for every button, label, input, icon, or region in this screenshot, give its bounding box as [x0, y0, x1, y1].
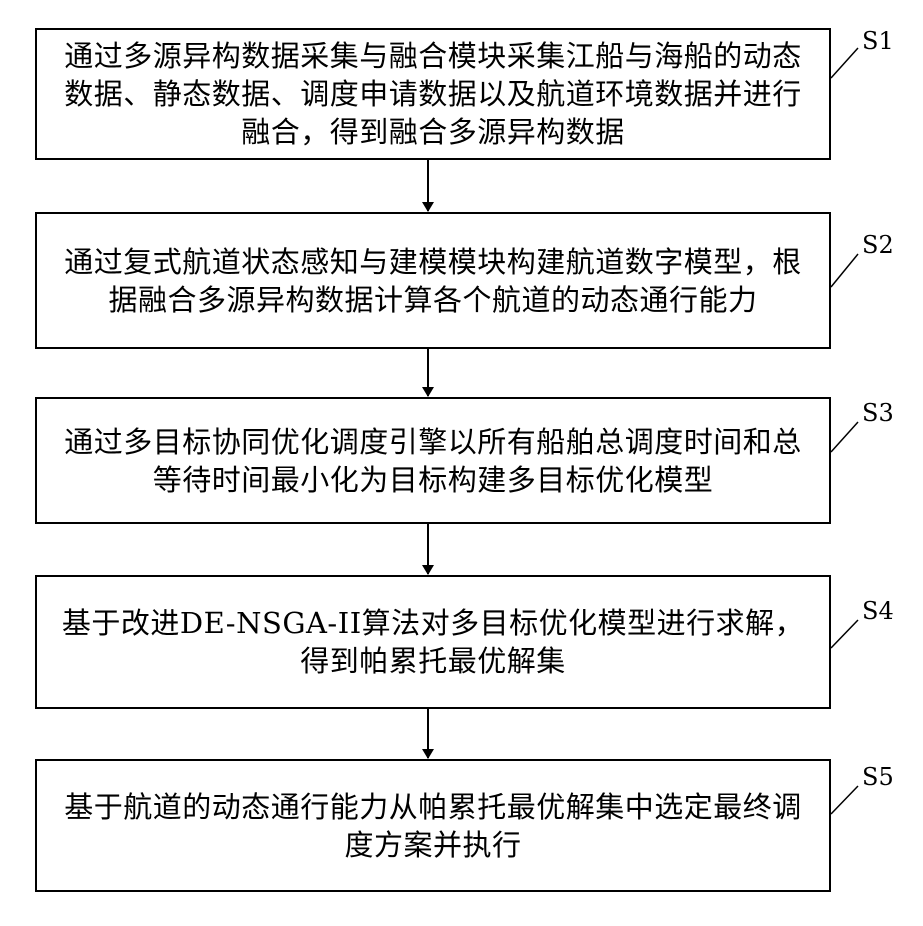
- leader-line-s4: [831, 620, 858, 648]
- leader-line-s2: [831, 254, 858, 287]
- leader-line-s5: [831, 786, 858, 814]
- leader-line-s3: [831, 422, 858, 452]
- leader-line-s1: [831, 48, 858, 78]
